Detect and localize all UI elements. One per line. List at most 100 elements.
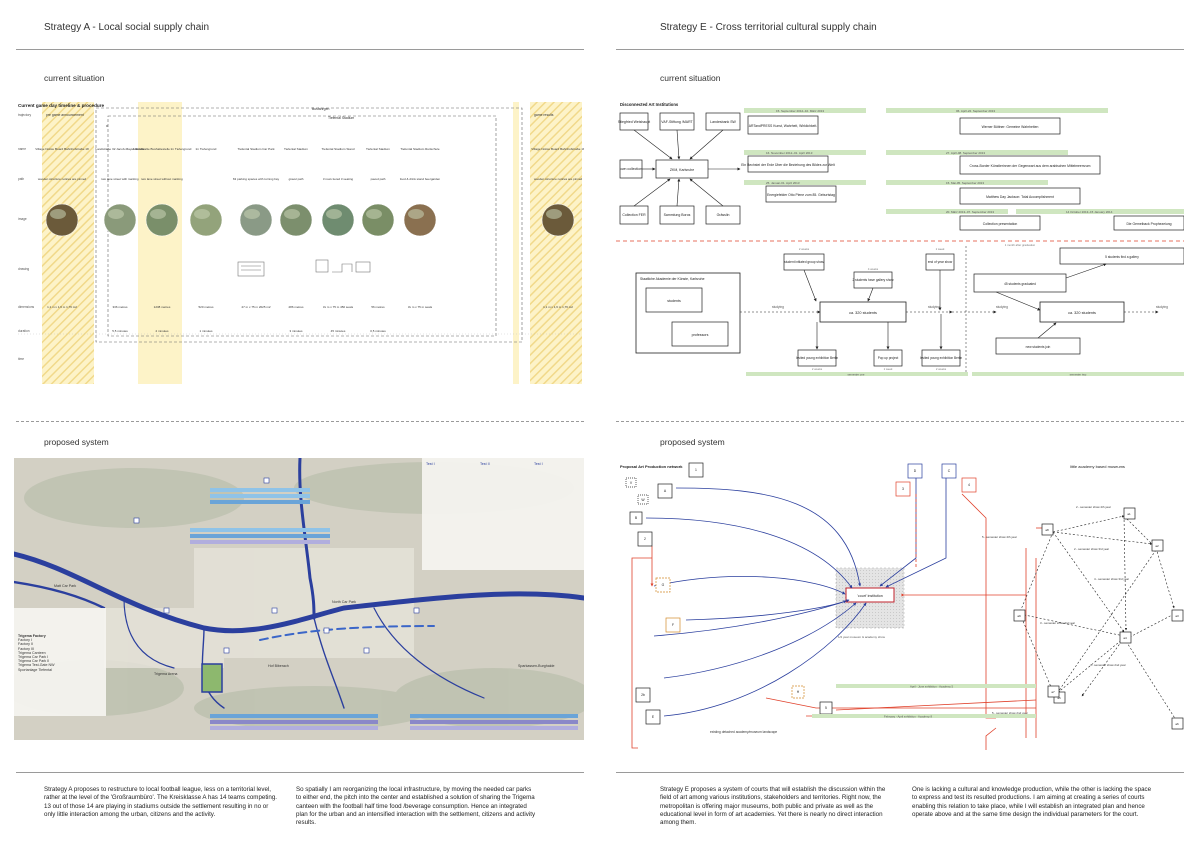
column-name: Village Notice Board Bahnhofstraße 18 bbox=[35, 147, 89, 151]
students-label: students bbox=[667, 299, 681, 303]
svg-text:27. April-08. September 2013: 27. April-08. September 2013 bbox=[946, 151, 985, 155]
proposed-court-network: Proposal Art Production network little a… bbox=[620, 462, 1184, 750]
network-title: Proposal Art Production network bbox=[620, 464, 683, 469]
left-panel-title: Strategy A - Local social supply chain bbox=[44, 22, 210, 33]
map-legend: Trigema Factory Factory I Factory II Fac… bbox=[18, 634, 55, 672]
left-current-label: current situation bbox=[44, 73, 105, 83]
svg-text:2 weeks: 2 weeks bbox=[936, 367, 947, 371]
academy5-bar bbox=[836, 684, 1036, 688]
svg-text:Landesbank SW: Landesbank SW bbox=[710, 120, 736, 124]
svg-text:1: 1 bbox=[695, 468, 697, 472]
disconnected-title: Disconnected Art Institutions bbox=[620, 102, 679, 107]
court-box bbox=[845, 587, 895, 603]
right-header-rule bbox=[616, 49, 1184, 50]
court-sub: 1/2 year museum & academy show bbox=[838, 635, 886, 639]
svg-text:4: 4 bbox=[968, 483, 970, 487]
column-photo bbox=[361, 203, 395, 237]
svg-text:a6: a6 bbox=[1175, 722, 1179, 726]
column-photo-highlight bbox=[194, 209, 210, 219]
svg-text:Pop up project: Pop up project bbox=[878, 356, 899, 360]
svg-text:Invited young exhibition Berli: Invited young exhibition Berlin bbox=[920, 356, 963, 360]
svg-text:a1: a1 bbox=[1127, 512, 1131, 516]
svg-text:name: name bbox=[18, 147, 26, 151]
svg-text:B: B bbox=[635, 516, 638, 520]
column-photo-highlight bbox=[408, 209, 424, 219]
svg-text:Energiefelder Otto Piene zum 8: Energiefelder Otto Piene zum 85. Geburts… bbox=[767, 193, 835, 197]
svg-text:VAF-Stiftung /MART: VAF-Stiftung /MART bbox=[661, 120, 693, 124]
column-dimensions: 3x m x 75 m 450 seats bbox=[323, 305, 354, 309]
highlight-band bbox=[138, 102, 182, 384]
svg-text:V: V bbox=[630, 481, 633, 485]
svg-text:April - June exhibition - Acad: April - June exhibition - Academy 5 bbox=[910, 685, 954, 689]
svg-text:trajectory: trajectory bbox=[18, 113, 32, 117]
column-dimensions: 3x m x 75 m seats bbox=[408, 305, 433, 309]
place-north-car-park: North Car Park bbox=[332, 600, 356, 604]
column-path: 3 rows tiered 3 seating bbox=[323, 177, 354, 181]
timeline-columns: Village Notice Board Bahnhofstraße 18woo… bbox=[35, 147, 584, 333]
svg-text:E: E bbox=[652, 715, 655, 719]
column-photo bbox=[145, 203, 179, 237]
svg-text:Sammlung Boros: Sammlung Boros bbox=[664, 213, 691, 217]
svg-text:G: G bbox=[662, 583, 665, 587]
svg-text:25. Januar-01. April 2013: 25. Januar-01. April 2013 bbox=[766, 181, 800, 185]
column-photo-highlight bbox=[244, 209, 260, 219]
svg-text:Collection FER: Collection FER bbox=[622, 213, 646, 217]
column-duration: 45 minutes bbox=[331, 329, 346, 333]
art-institutions-flow: Disconnected Art Institutions Stiegfried… bbox=[616, 102, 1184, 378]
svg-text:A: A bbox=[664, 489, 667, 493]
left-section-divider bbox=[16, 421, 584, 422]
column-photo bbox=[321, 203, 355, 237]
column-photo bbox=[239, 203, 273, 237]
column-name: Landstraße 32 Jacob-Mayer-Straße bbox=[95, 147, 144, 151]
svg-text:Matthew Day Jackson: Total Acc: Matthew Day Jackson: Total Accomplishmen… bbox=[986, 195, 1054, 199]
svg-text:dimensions: dimensions bbox=[18, 305, 35, 309]
exhibition-bars bbox=[744, 108, 1184, 214]
svg-text:own collection: own collection bbox=[620, 167, 642, 171]
column-dimensions: 56 metres bbox=[371, 305, 385, 309]
map-markers bbox=[133, 477, 420, 654]
svg-text:2 - semester show 3rd year: 2 - semester show 3rd year bbox=[1074, 547, 1109, 551]
column-name: Tiefental Stadium bbox=[366, 147, 390, 151]
landscape-label: existing detached academy/museum landsca… bbox=[710, 730, 777, 734]
right-section-divider bbox=[616, 421, 1184, 422]
map-col-head-1: Test I bbox=[426, 462, 435, 466]
svg-text:student initiated group show: student initiated group show bbox=[784, 260, 824, 264]
column-path: 63 parking spaces with turning bay bbox=[233, 177, 280, 181]
column-duration: 2 minutes bbox=[155, 329, 169, 333]
svg-text:5 - semester show 2nd year: 5 - semester show 2nd year bbox=[992, 711, 1028, 715]
svg-text:Collection presentation: Collection presentation bbox=[983, 222, 1018, 226]
svg-text:ZKM, Karlsruhe: ZKM, Karlsruhe bbox=[670, 168, 694, 172]
column-name: Tiefental Stadium Car Park bbox=[237, 147, 274, 151]
column-duration: 5,5 minutes bbox=[112, 329, 128, 333]
place-matt-car-park: Matt Car Park bbox=[54, 584, 77, 588]
left-paragraph-2: So spatially I am reorganizing the local… bbox=[296, 786, 536, 827]
svg-text:20. März 2013–07. September 20: 20. März 2013–07. September 2013 bbox=[946, 210, 994, 214]
timeline-column: Tiefental Stadium Car Park 63 parking spa… bbox=[233, 147, 280, 309]
arena-pitch bbox=[201, 663, 223, 693]
svg-text:2 weeks: 2 weeks bbox=[812, 367, 823, 371]
svg-text:studying: studying bbox=[772, 305, 784, 309]
svg-text:1 week: 1 week bbox=[936, 247, 945, 251]
right-current-label: current situation bbox=[660, 73, 721, 83]
svg-text:a8: a8 bbox=[1045, 528, 1049, 532]
map-col-head-2: Test II bbox=[480, 462, 490, 466]
column-photo-highlight bbox=[108, 209, 124, 219]
svg-text:new students join: new students join bbox=[1026, 345, 1051, 349]
academy8-bar bbox=[812, 714, 1036, 718]
svg-text:2 - semester show 4th year: 2 - semester show 4th year bbox=[1076, 505, 1111, 509]
students-320: ca. 320 students bbox=[849, 311, 877, 315]
svg-text:5 students find a gallery: 5 students find a gallery bbox=[1105, 255, 1139, 259]
svg-text:a4: a4 bbox=[1123, 636, 1127, 640]
svg-text:semester two: semester two bbox=[1070, 373, 1087, 377]
column-photo bbox=[189, 203, 223, 237]
place-sparkasse: Sparkassen-Burghalde bbox=[518, 664, 555, 668]
court-label: 'court' institution bbox=[857, 594, 883, 598]
svg-text:14 October 2013–15 January 201: 14 October 2013–15 January 2014 bbox=[1066, 210, 1113, 214]
svg-text:a2: a2 bbox=[1155, 544, 1159, 548]
column-photo bbox=[45, 203, 79, 237]
column-dimensions: 286 metres bbox=[288, 305, 304, 309]
column-photo bbox=[279, 203, 313, 237]
